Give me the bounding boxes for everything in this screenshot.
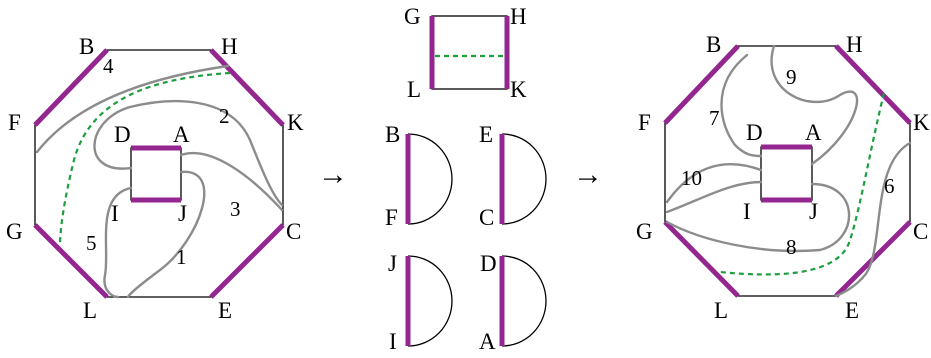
- right-label-G: G: [636, 219, 653, 244]
- left-label-J: J: [178, 201, 187, 226]
- left-inner-square: [130, 147, 182, 201]
- right-curve-number-8: 8: [786, 235, 797, 259]
- middle-label-K: K: [510, 77, 527, 102]
- middle-label-E: E: [479, 122, 493, 147]
- left-label-A: A: [173, 122, 190, 147]
- right-label-B: B: [706, 32, 721, 57]
- right-label-H: H: [846, 32, 863, 57]
- right-curve-6: [834, 141, 912, 298]
- half-disc-JI: [407, 255, 453, 347]
- right-octagon: B H F K G C L E D A I J 9 7 10 6 8: [636, 32, 930, 323]
- right-curve-G-upper: [665, 162, 763, 204]
- middle-label-B: B: [385, 122, 400, 147]
- left-label-K: K: [287, 110, 304, 135]
- right-label-L: L: [714, 298, 728, 323]
- right-edge-HK: [834, 44, 912, 125]
- left-curve-number-1: 1: [176, 245, 187, 269]
- left-curve-number-4: 4: [103, 54, 114, 78]
- left-curve-number-2: 2: [219, 104, 230, 128]
- arrow-left-to-middle: →: [318, 158, 348, 191]
- right-label-F: F: [638, 110, 651, 135]
- left-label-B: B: [79, 34, 94, 59]
- arrow-middle-to-right: →: [573, 158, 603, 191]
- right-curve-7: [720, 53, 763, 158]
- right-label-J: J: [809, 199, 818, 224]
- left-edge-CE: [209, 223, 285, 299]
- right-inner-square: [760, 146, 813, 201]
- middle-pieces: G H L K B F E C J I D A: [385, 4, 547, 354]
- left-curve-1: [126, 170, 206, 299]
- left-label-G: G: [6, 219, 23, 244]
- right-label-C: C: [913, 219, 928, 244]
- left-dashed-path: [58, 71, 231, 246]
- middle-label-F: F: [385, 205, 398, 230]
- right-label-I: I: [743, 199, 751, 224]
- right-edge-GL: [663, 220, 740, 298]
- middle-label-A: A: [479, 329, 496, 353]
- left-label-H: H: [221, 34, 238, 59]
- right-curve-8: [665, 182, 851, 253]
- middle-label-D: D: [480, 251, 497, 276]
- middle-label-G: G: [404, 4, 421, 29]
- right-curve-number-9: 9: [786, 65, 797, 89]
- left-octagon: B H F K G C L E D A I J 4 2 3 5 1: [6, 34, 304, 323]
- left-edge-BF: [33, 48, 109, 127]
- left-label-D: D: [114, 122, 131, 147]
- left-label-E: E: [218, 298, 232, 323]
- left-label-L: L: [83, 298, 97, 323]
- middle-square: [431, 15, 508, 90]
- right-curve-number-10: 10: [681, 166, 702, 190]
- middle-label-C: C: [479, 205, 494, 230]
- right-curve-number-6: 6: [884, 174, 895, 198]
- right-curve-9: [770, 44, 859, 166]
- middle-label-I: I: [389, 329, 397, 353]
- right-label-K: K: [913, 110, 930, 135]
- left-label-F: F: [8, 110, 21, 135]
- left-label-I: I: [111, 201, 119, 226]
- left-label-C: C: [286, 219, 301, 244]
- left-curve-4: [35, 64, 230, 154]
- right-label-E: E: [845, 298, 859, 323]
- left-curve-loop-top: [93, 99, 284, 207]
- right-curve-10: [665, 180, 763, 214]
- left-curve-number-3: 3: [230, 197, 241, 221]
- left-curve-3: [179, 151, 284, 212]
- half-disc-EC: [501, 133, 547, 225]
- middle-label-H: H: [510, 4, 527, 29]
- left-edge-HK: [209, 48, 285, 127]
- left-edge-GL: [33, 223, 109, 299]
- right-label-A: A: [805, 120, 822, 145]
- left-curve-number-5: 5: [86, 231, 97, 255]
- half-disc-DA: [501, 255, 547, 347]
- right-edge-BF: [663, 44, 740, 125]
- half-disc-BF: [407, 133, 453, 225]
- right-label-D: D: [746, 120, 763, 145]
- left-curve-5: [103, 186, 133, 299]
- right-curve-number-7: 7: [709, 106, 720, 130]
- middle-label-J: J: [388, 251, 397, 276]
- middle-label-L: L: [407, 77, 421, 102]
